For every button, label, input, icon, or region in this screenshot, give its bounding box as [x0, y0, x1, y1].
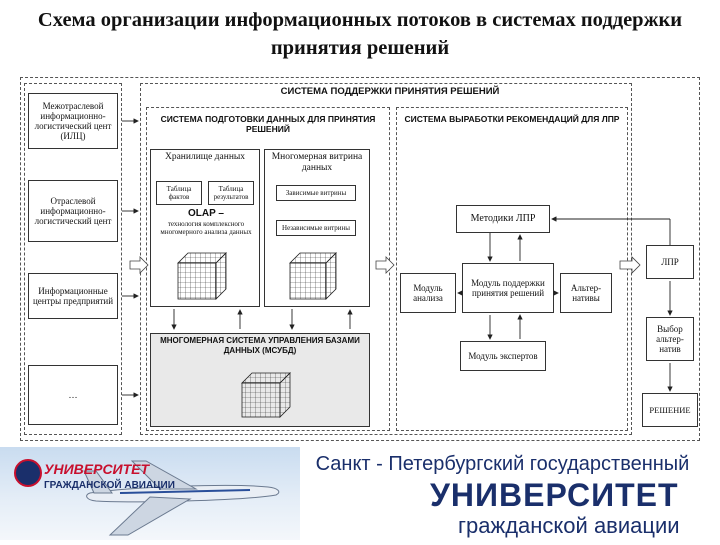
footer-line-2: УНИВЕРСИТЕТ: [430, 477, 679, 513]
mdbms-label: МНОГОМЕРНАЯ СИСТЕМА УПРАВЛЕНИЯ БАЗАМИ ДА…: [160, 336, 360, 355]
showcase-label: Многомерная витрина данных: [271, 152, 363, 173]
source-branch-center: Отраслевой информационно-логистический ц…: [28, 180, 118, 242]
experts-module: Модуль экспертов: [460, 341, 546, 371]
methods-box: Методики ЛПР: [456, 205, 550, 233]
source-more: …: [28, 365, 118, 425]
logo-text-university: УНИВЕРСИТЕТ: [44, 461, 150, 477]
dss-title: СИСТЕМА ПОДДЕРЖКИ ПРИНЯТИЯ РЕШЕНИЙ: [280, 86, 500, 97]
rec-title: СИСТЕМА ВЫРАБОТКИ РЕКОМЕНДАЦИЙ ДЛЯ ЛПР: [404, 114, 620, 124]
footer-line-3: гражданской авиации: [458, 513, 680, 538]
analysis-module: Модуль анализа: [400, 273, 456, 313]
prep-title: СИСТЕМА ПОДГОТОВКИ ДАННЫХ ДЛЯ ПРИНЯТИЯ Р…: [160, 114, 376, 134]
olap-title: OLAP –: [188, 208, 224, 219]
hollow-arrows: [129, 256, 641, 274]
mdbms-cube: [241, 372, 291, 418]
choice-box: Выбор альтер-натив: [646, 317, 694, 361]
showcase-cube: [289, 252, 337, 300]
university-logo: [14, 459, 42, 487]
plane-background: [0, 447, 300, 540]
facts-table: Таблица фактов: [156, 181, 202, 205]
dependent-showcases: Зависимые витрины: [276, 185, 356, 201]
airplane-image: [83, 460, 280, 536]
independent-showcases: Независимые витрины: [276, 220, 356, 236]
diagram-frame: [20, 77, 700, 441]
results-table: Таблица результатов: [208, 181, 254, 205]
footer-line-1: Санкт - Петербургский государственный: [315, 453, 690, 475]
support-module: Модуль поддержки принятия решений: [462, 263, 554, 313]
footer-banner: УНИВЕРСИТЕТ ГРАЖДАНСКОЙ АВИАЦИИ Санкт - …: [0, 447, 720, 540]
lpr-box: ЛПР: [646, 245, 694, 279]
prep-arrows: [171, 309, 353, 330]
alternatives-box: Альтер-нативы: [560, 273, 612, 313]
decision-box: РЕШЕНИЕ: [642, 393, 698, 427]
source-ilc: Межотраслевой информационно-логистически…: [28, 93, 118, 149]
info-flow-diagram: Межотраслевой информационно-логистически…: [20, 77, 700, 443]
sources-frame: [24, 83, 122, 435]
olap-description: технология комплексного многомерного ана…: [160, 220, 252, 236]
connector-lines: [122, 118, 673, 418]
source-arrows: [122, 118, 139, 398]
logo-text-aviation: ГРАЖДАНСКОЙ АВИАЦИИ: [44, 480, 175, 491]
source-enterprise-centers: Информационные центры предприятий: [28, 273, 118, 319]
rec-arrows: [457, 216, 673, 392]
page-title: Схема организации информационных потоков…: [37, 9, 683, 59]
warehouse-label: Хранилище данных: [164, 152, 246, 162]
olap-cube: [177, 252, 227, 300]
